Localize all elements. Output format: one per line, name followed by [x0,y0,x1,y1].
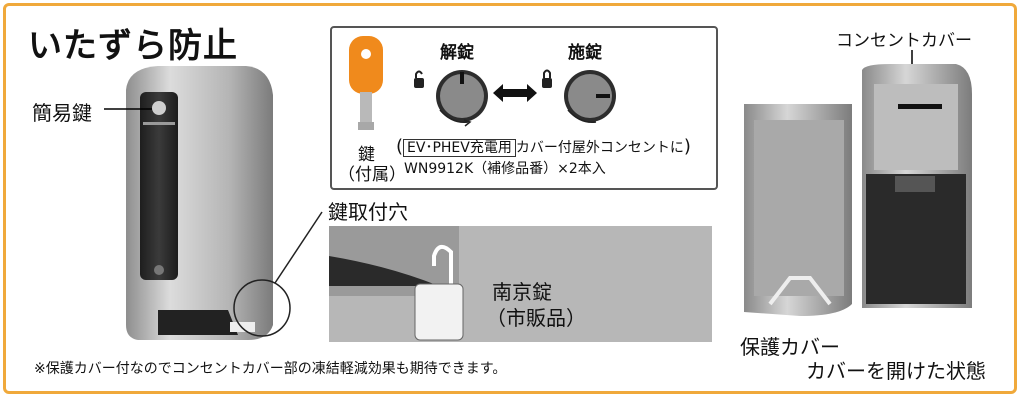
key-included-label: （付属） [338,165,406,185]
device-closed-image [126,66,273,340]
page-title: いたずら防止 [28,26,238,66]
lock-label: 施錠 [568,43,602,63]
cover-open-state-label: カバーを開けた状態 [806,359,986,383]
padlock-image [329,226,464,341]
key-label: 鍵 [358,145,375,165]
lock-dial-icon [542,69,616,123]
orange-key-icon [349,36,383,130]
footnote: ※保護カバー付なのでコンセントカバー部の凍結軽減効果も期待できます。 [34,361,507,377]
key-hole-label: 鍵取付穴 [328,200,408,224]
panel-text-line2: WN9912K（補修品番）×2本入 [404,161,606,177]
ev-phev-boxed-label: EV･PHEV充電用 [403,139,516,157]
simple-key-lock [152,101,166,115]
panel-text-line1-rest: カバー付屋外コンセントに [515,140,684,156]
double-arrow-icon [493,84,537,102]
key-info-panel [330,26,718,190]
padlock-label: 南京錠 [492,280,552,304]
unlock-dial-icon [414,70,488,127]
device-open-image [744,64,972,316]
panel-text-line1: (EV･PHEV充電用カバー付屋外コンセントに) [396,136,691,157]
simple-key-label: 簡易鍵 [32,101,92,125]
protective-cover-label: 保護カバー [740,335,840,359]
padlock-note-label: （市販品） [486,306,586,330]
outlet-cover-label: コンセントカバー [836,31,972,51]
unlock-label: 解錠 [440,43,474,63]
